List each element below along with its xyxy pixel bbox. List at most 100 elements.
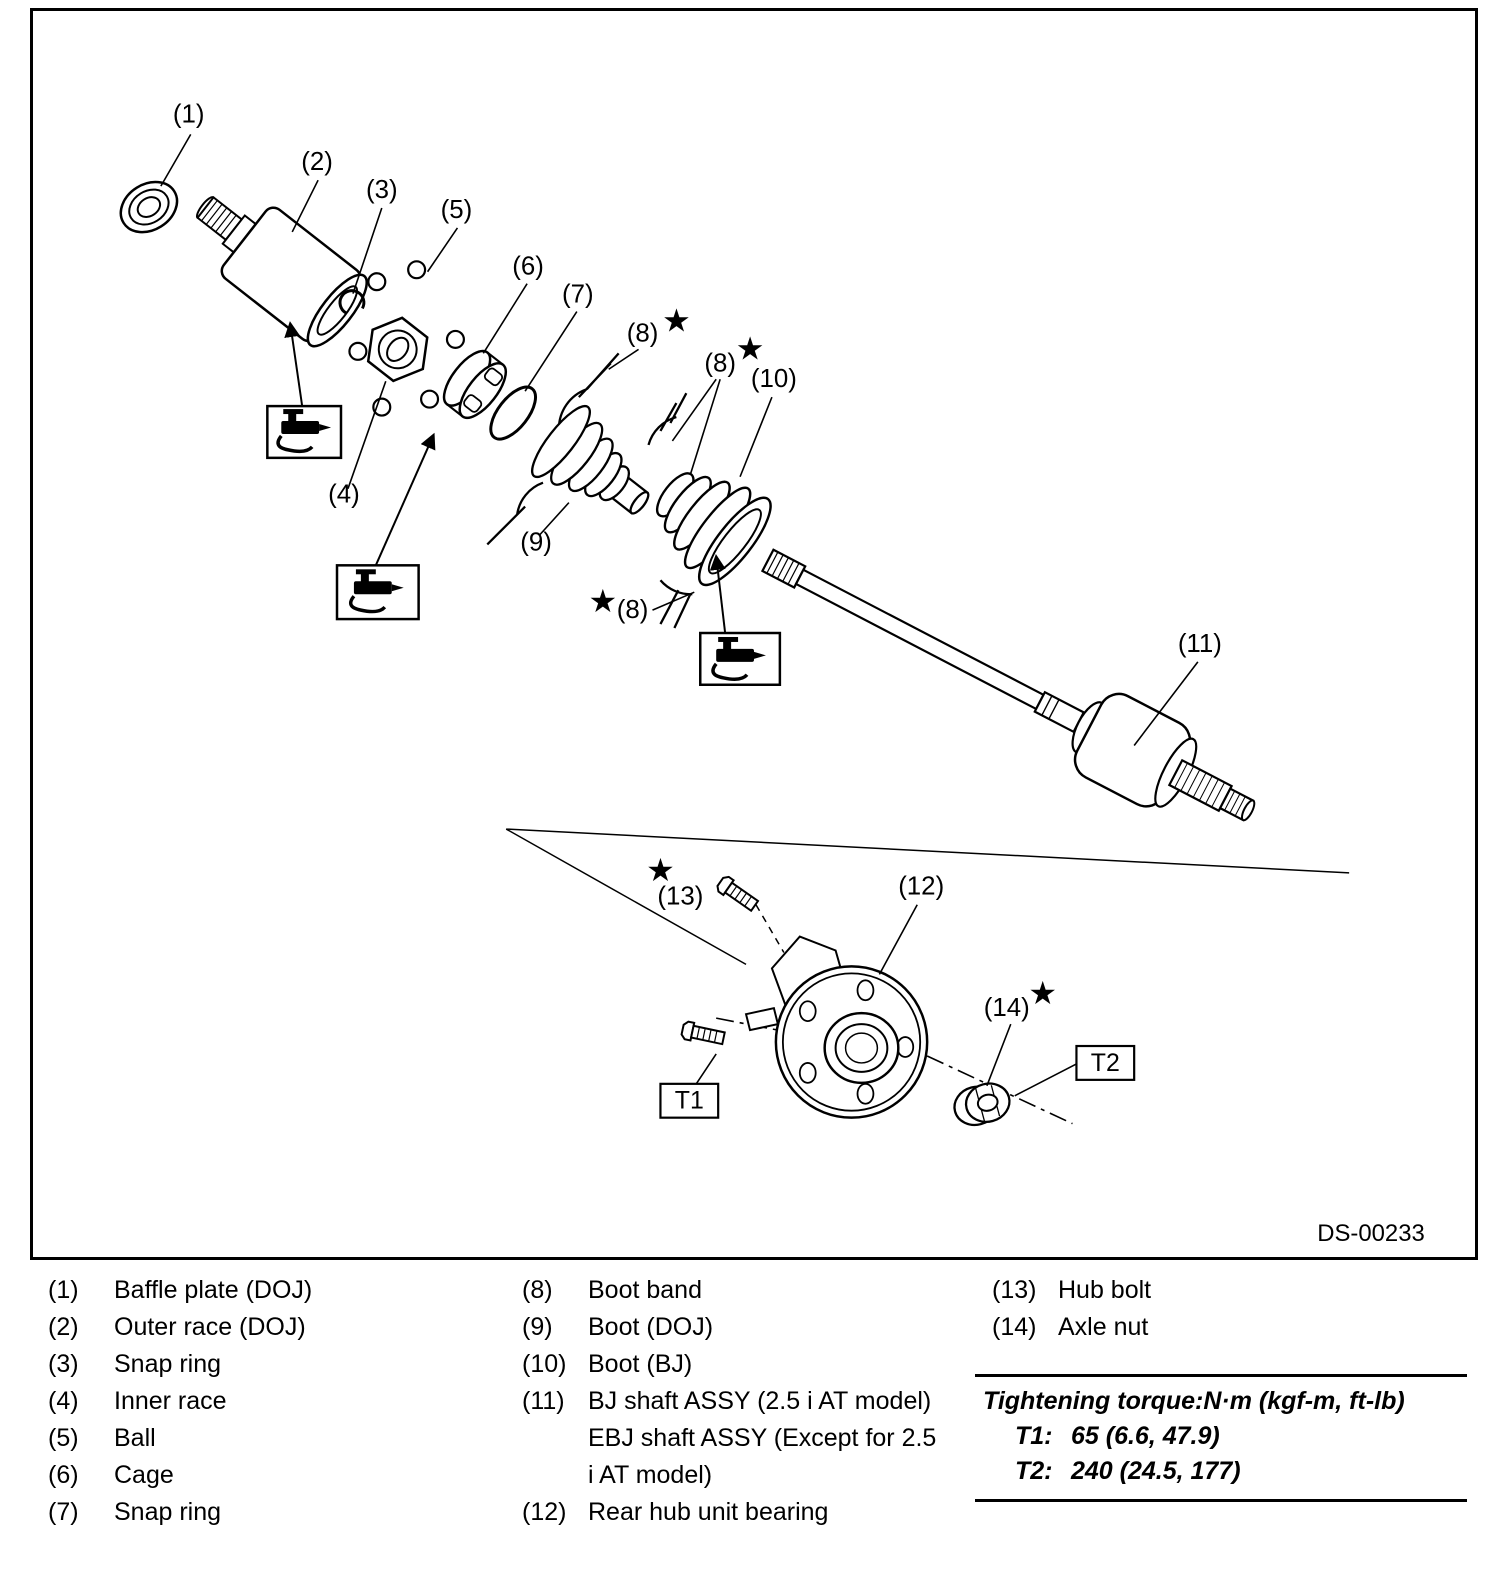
legend-item-14: (14) Axle nut [992, 1309, 1392, 1346]
legend-item-number: (2) [48, 1313, 79, 1341]
shaft-assy-drawing [760, 548, 1256, 822]
torque-title: Tightening torque:N·m (kgf-m, ft-lb) [983, 1387, 1405, 1415]
legend-item-label: Baffle plate (DOJ) [114, 1276, 313, 1304]
legend-item-8: (8) Boot band [522, 1272, 952, 1309]
legend-item-number: (13) [992, 1276, 1037, 1304]
star-marker: ★ [662, 302, 691, 338]
torque-id: T1: [1015, 1422, 1053, 1450]
torque-id: T2: [1015, 1457, 1053, 1485]
figure-ref-code: DS-00233 [1317, 1220, 1425, 1247]
grease-point-icon [335, 564, 420, 621]
callout-label-6: (6) [512, 253, 544, 281]
callout-label-8b: (8) [704, 349, 736, 377]
grease-point-icon [699, 631, 782, 686]
legend-column-3: (13) Hub bolt (14) Axle nut [992, 1272, 1392, 1346]
legend-item-number: (9) [522, 1313, 553, 1341]
callout-label-5: (5) [441, 196, 473, 224]
bolt-dashed-line [755, 904, 785, 953]
legend-item-12: (12) Rear hub unit bearing [522, 1494, 952, 1531]
legend-item-number: (12) [522, 1498, 567, 1526]
grease-point-icon [266, 404, 343, 460]
callout-label-13: (13) [657, 883, 703, 911]
cage-drawing [442, 349, 508, 420]
legend-item-number: (10) [522, 1350, 567, 1378]
legend-item-number: (11) [522, 1387, 565, 1415]
legend-item-number: (7) [48, 1498, 79, 1526]
torque-table: Tightening torque:N·m (kgf-m, ft-lb) T1:… [975, 1374, 1467, 1502]
legend-item-5: (5) Ball [48, 1420, 508, 1457]
torque-row-t2: T2: 240 (24.5, 177) [975, 1454, 1467, 1489]
boot-bj-drawing [655, 472, 772, 587]
legend-item-label: Cage [114, 1461, 174, 1489]
t2-label: T2 [1091, 1049, 1120, 1077]
legend-item-label: Rear hub unit bearing [588, 1498, 829, 1526]
torque-value: 240 (24.5, 177) [1071, 1457, 1241, 1485]
legend-item-number: (3) [48, 1350, 79, 1378]
legend-item-label: Outer race (DOJ) [114, 1313, 306, 1341]
legend-item-label: Boot (DOJ) [588, 1313, 714, 1341]
callout-label-1: (1) [173, 100, 205, 128]
callout-labels: (1) (2) (3) (5) (6) (7) (8) (8) (10) (4)… [173, 100, 1222, 1022]
legend-item-label: Axle nut [1058, 1313, 1149, 1341]
star-marker: ★ [1028, 975, 1057, 1011]
star-marker: ★ [646, 852, 675, 888]
callout-label-14: (14) [984, 994, 1030, 1022]
legend-item-4: (4) Inner race [48, 1383, 508, 1420]
grease-arrows [284, 321, 727, 634]
legend-item-number: (1) [48, 1276, 79, 1304]
legend-item-number: (14) [992, 1313, 1037, 1341]
exploded-view-diagram: T1 T2 [119, 100, 1425, 1247]
star-marker: ★ [588, 583, 617, 619]
inner-race-drawing [366, 316, 429, 383]
legend-item-number: (6) [48, 1461, 79, 1489]
callout-label-7: (7) [562, 281, 594, 309]
reference-lines [505, 828, 1350, 966]
legend-item-9: (9) Boot (DOJ) [522, 1309, 952, 1346]
t1-label: T1 [675, 1087, 704, 1115]
legend-column-2: (8) Boot band (9) Boot (DOJ) (10) Boot (… [522, 1272, 952, 1531]
axle-nut-drawing [953, 1082, 1011, 1127]
legend-item-1: (1) Baffle plate (DOJ) [48, 1272, 508, 1309]
legend-item-7: (7) Snap ring [48, 1494, 508, 1531]
legend-item-label: Snap ring [114, 1350, 222, 1378]
legend-item-label: Inner race [114, 1387, 227, 1415]
legend-item-label: Ball [114, 1424, 156, 1452]
legend-column-1: (1) Baffle plate (DOJ) (2) Outer race (D… [48, 1272, 508, 1531]
legend-item-label: BJ shaft ASSY (2.5 i AT model) EBJ shaft… [588, 1387, 937, 1489]
star-marker: ★ [736, 330, 765, 366]
legend-item-number: (4) [48, 1387, 79, 1415]
t1-box: T1 [659, 1082, 720, 1119]
legend-item-label: Boot band [588, 1276, 702, 1304]
legend-item-3: (3) Snap ring [48, 1346, 508, 1383]
callout-label-3: (3) [366, 176, 398, 204]
snap-ring-3-drawing [338, 289, 366, 317]
legend-item-label: Hub bolt [1058, 1276, 1152, 1304]
callout-label-4: (4) [328, 481, 360, 509]
callout-leader-lines [160, 134, 1199, 1097]
legend-item-11: (11) BJ shaft ASSY (2.5 i AT model) EBJ … [522, 1383, 952, 1494]
snap-ring-7-drawing [489, 385, 537, 441]
callout-label-2: (2) [301, 148, 333, 176]
callout-label-8c: (8) [617, 596, 649, 624]
diagram-frame: T1 T2 [30, 8, 1478, 1260]
legend-item-6: (6) Cage [48, 1457, 508, 1494]
callout-label-8a: (8) [627, 319, 659, 347]
callout-label-9: (9) [520, 528, 552, 556]
t2-box: T2 [1075, 1044, 1136, 1081]
callout-label-12: (12) [898, 873, 944, 901]
callout-label-11: (11) [1178, 630, 1222, 658]
star-markers: ★ ★ ★ ★ ★ [588, 302, 1056, 1011]
torque-row-t1: T1: 65 (6.6, 47.9) [975, 1419, 1467, 1454]
legend-item-13: (13) Hub bolt [992, 1272, 1392, 1309]
torque-value: 65 (6.6, 47.9) [1071, 1422, 1220, 1450]
legend-item-number: (5) [48, 1424, 79, 1452]
boot-doj-drawing [531, 404, 650, 515]
callout-label-10: (10) [751, 365, 797, 393]
legend-item-2: (2) Outer race (DOJ) [48, 1309, 508, 1346]
legend-item-10: (10) Boot (BJ) [522, 1346, 952, 1383]
legend-item-label: Snap ring [114, 1498, 222, 1526]
legend-item-label: Boot (BJ) [588, 1350, 693, 1378]
legend-item-number: (8) [522, 1276, 553, 1304]
boot-band-drawing [486, 352, 693, 629]
